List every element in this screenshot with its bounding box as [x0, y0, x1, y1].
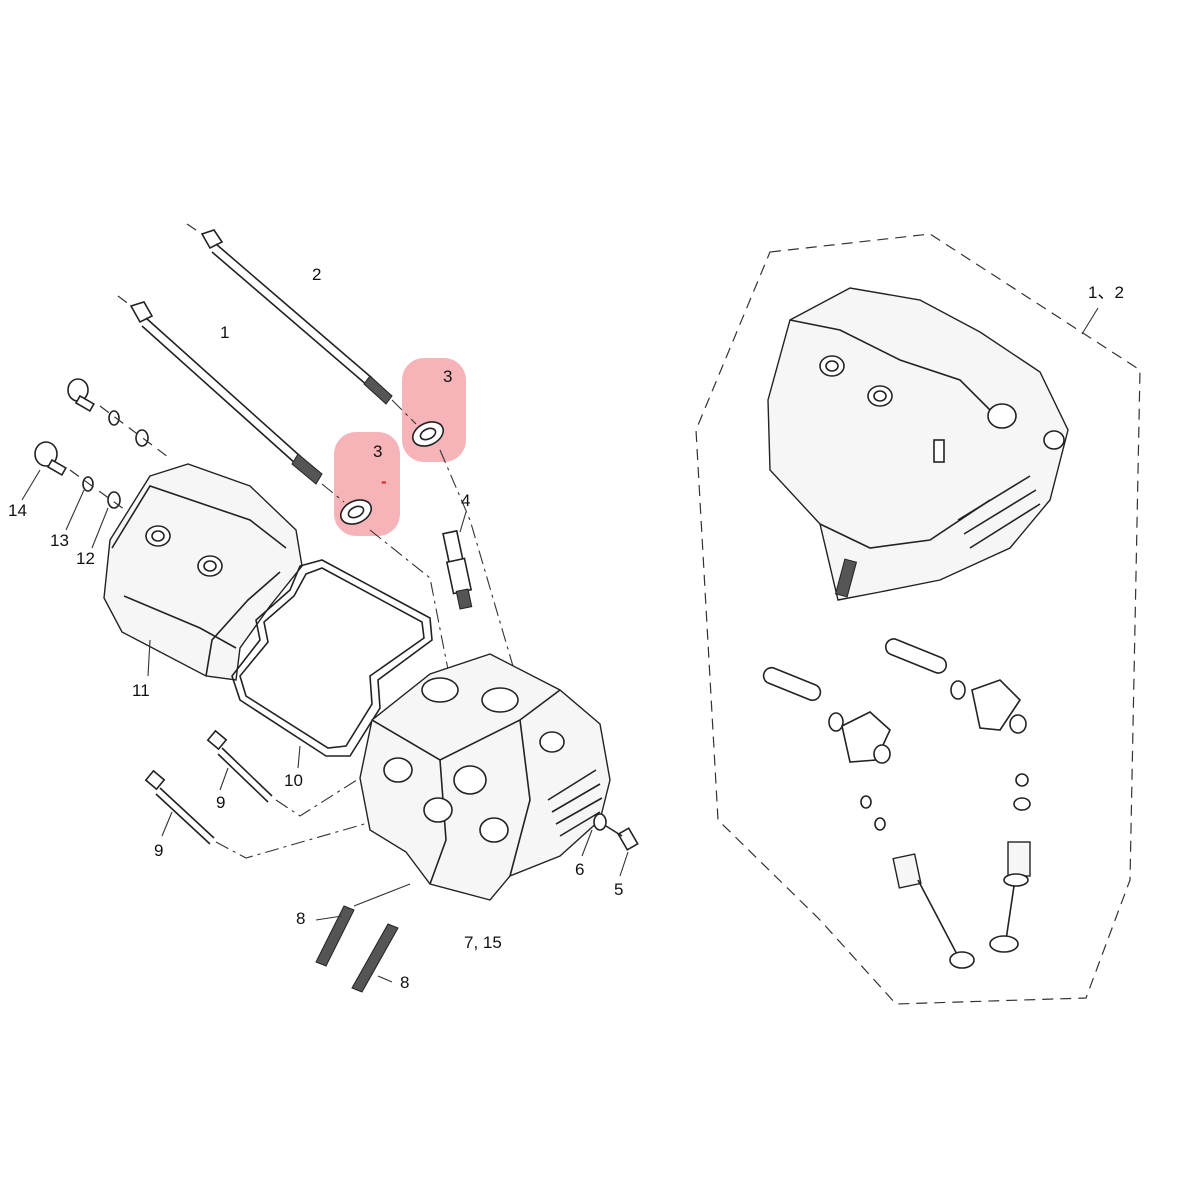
stud-8-upper — [315, 905, 355, 967]
assembled-cylinder-head — [767, 287, 1069, 601]
washer-3-lower — [339, 499, 373, 525]
label-part-6: 6 — [575, 860, 584, 879]
label-part-8-lower: 8 — [400, 973, 409, 992]
stud-bolt-2 — [186, 223, 393, 405]
label-part-2: 2 — [312, 265, 321, 284]
label-part-11: 11 — [132, 681, 150, 700]
label-part-13: 13 — [50, 531, 69, 550]
valve-assembly-left — [860, 795, 975, 969]
gasket-10 — [231, 559, 433, 757]
rocker-arm-right — [971, 679, 1027, 734]
stud-bolt-1 — [117, 295, 323, 485]
label-part-3-mark: - — [381, 472, 387, 491]
rocker-shaft-right — [884, 638, 966, 700]
rocker-shaft-left — [762, 666, 844, 732]
label-part-5: 5 — [614, 880, 623, 899]
valve-assembly-right — [989, 773, 1031, 953]
bolt-9-upper — [206, 729, 273, 803]
label-part-7-15: 7, 15 — [464, 933, 502, 952]
bolt-5 — [605, 825, 639, 851]
label-part-1-2: 1、2 — [1088, 283, 1124, 302]
label-part-9-lower: 9 — [154, 841, 163, 860]
spark-plug-4 — [442, 529, 473, 610]
rocker-arm-left — [841, 711, 891, 764]
label-part-3-lower: 3 — [373, 442, 382, 461]
washer-3-upper — [411, 421, 445, 447]
washer-6 — [593, 813, 607, 831]
cover-bolt-upper — [67, 378, 173, 461]
cylinder-head-7-15 — [359, 653, 611, 901]
label-part-14: 14 — [8, 501, 27, 520]
label-part-12: 12 — [76, 549, 95, 568]
bolt-9-lower — [144, 769, 215, 845]
label-part-8-upper: 8 — [296, 909, 305, 928]
label-part-10: 10 — [284, 771, 303, 790]
label-part-4: 4 — [461, 491, 470, 510]
valve-cover-11 — [103, 463, 303, 681]
stud-8-lower — [351, 923, 399, 993]
assembly-outline-1-2 — [695, 233, 1141, 1005]
label-part-3-upper: 3 — [443, 367, 452, 386]
highlight-part-3-upper — [402, 358, 466, 462]
label-part-1: 1 — [220, 323, 229, 342]
label-part-9-upper: 9 — [216, 793, 225, 812]
